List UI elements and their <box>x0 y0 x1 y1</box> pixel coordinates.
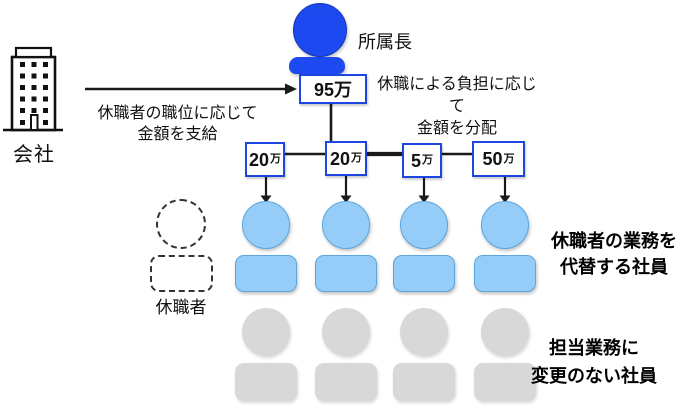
on-leave-label: 休職者 <box>155 298 207 317</box>
unaffected-person-body-icon <box>474 363 536 401</box>
substitute-person-body-icon <box>315 255 377 292</box>
flow-company-to-manager-text: 休職者の職位に応じて 金額を支給 <box>97 105 258 143</box>
on-leave-person-body-icon <box>150 255 213 292</box>
company-arrowhead-icon <box>285 83 297 95</box>
manager-person-body-icon <box>289 57 345 74</box>
unaffected-group-label: 担当業務に 変更のない社員 <box>531 338 657 386</box>
building-windows <box>20 62 48 125</box>
substitute-person-body-icon <box>393 255 455 292</box>
flow-manager-to-staff-text: 休職による負担に応じて 金額を分配 <box>377 76 537 137</box>
unaffected-person-body-icon <box>235 363 297 401</box>
unaffected-person-body-icon <box>315 363 377 401</box>
manager-label: 所属長 <box>358 32 412 52</box>
substitute-person-icon <box>400 201 448 249</box>
unaffected-person-icon <box>322 308 370 356</box>
substitute-person-icon <box>242 201 290 249</box>
manager-person-icon <box>293 3 347 57</box>
substitute-person-icon <box>481 201 529 249</box>
substitute-person-icon <box>322 201 370 249</box>
unaffected-person-icon <box>242 308 290 356</box>
substitutes-group-label: 休職者の業務を 代替する社員 <box>551 231 677 277</box>
company-label: 会社 <box>13 144 55 166</box>
unaffected-person-icon <box>400 308 448 356</box>
total-amount-value: 95万 <box>313 80 353 100</box>
total-amount-box: 95万 <box>299 74 367 104</box>
company-building-icon <box>3 46 63 132</box>
building-door <box>30 114 39 131</box>
unaffected-person-icon <box>481 308 529 356</box>
substitute-person-body-icon <box>235 255 297 292</box>
unaffected-person-body-icon <box>393 363 455 401</box>
substitute-person-body-icon <box>474 255 536 292</box>
on-leave-person-icon <box>156 199 206 249</box>
